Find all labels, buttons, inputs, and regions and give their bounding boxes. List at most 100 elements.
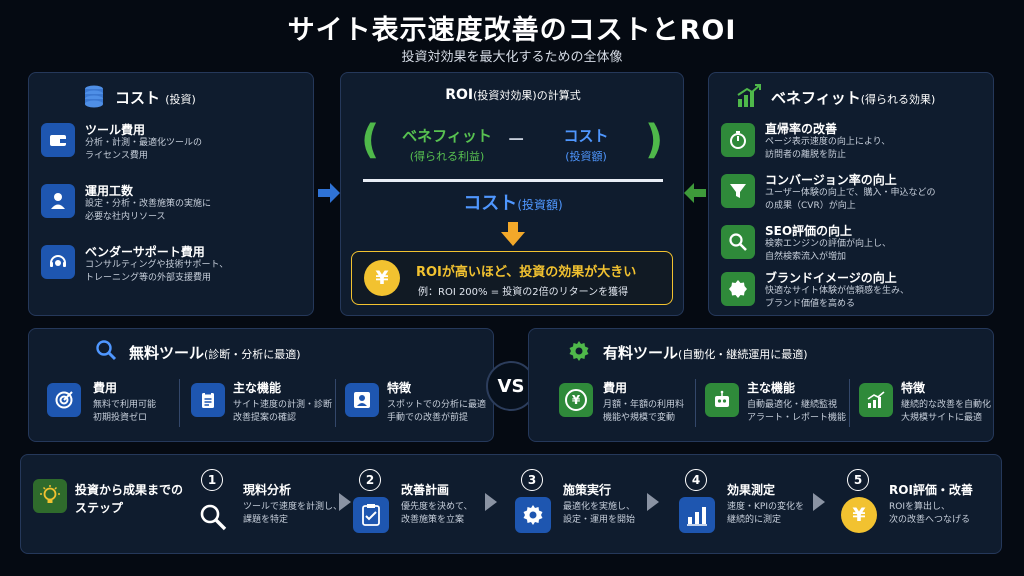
benefit-item-desc: 快適なサイト体験が信頼感を生み、ブランド価値を高める	[765, 286, 910, 309]
paid-tools-col-desc: 継続的な改善を自動化大規模サイトに最適	[901, 400, 992, 423]
funnel-icon	[721, 174, 755, 208]
step-number: 4	[685, 469, 707, 491]
cost-heading: コスト (投資)	[115, 89, 196, 107]
step-arrow-icon	[647, 493, 659, 511]
close-paren: )	[645, 117, 664, 163]
free-tools-col-title: 特徴	[387, 381, 412, 395]
step-title: 施策実行	[563, 483, 612, 497]
magnifier-icon	[195, 499, 231, 535]
yen-coin-icon: ¥	[559, 383, 593, 417]
step-arrow-icon	[485, 493, 497, 511]
paid-tools-heading: 有料ツール(自動化・継続運用に最適)	[603, 344, 808, 362]
vs-badge: VS	[486, 361, 536, 411]
cost-panel: コスト (投資) ツール費用 分析・計測・最適化ツールのライセンス費用 運用工数…	[28, 72, 314, 316]
open-paren: (	[361, 117, 380, 163]
paid-tools-col-title: 主な機能	[747, 381, 796, 395]
benefit-item-desc: ユーザー体験の向上で、購入・申込などのの成果（CVR）が向上	[765, 188, 936, 211]
benefit-item-desc: 検索エンジンの評価が向上し、自然検索流入が増加	[765, 239, 892, 262]
step-desc: 最適化を実施し、設定・運用を開始	[563, 502, 636, 525]
minus-sign: −	[507, 127, 526, 152]
step-number: 1	[201, 469, 223, 491]
benefit-panel: ベネフィット(得られる効果) 直帰率の改善 ページ表示速度の向上により、訪問者の…	[708, 72, 994, 316]
benefit-item-desc: ページ表示速度の向上により、訪問者の離脱を防止	[765, 137, 891, 160]
step-title: 改善計画	[401, 483, 450, 497]
paid-tools-col-desc: 自動最適化・継続監視アラート・レポート機能	[747, 400, 847, 423]
fraction-bar	[363, 179, 663, 182]
page-title: サイト表示速度改善のコストとROI	[287, 15, 737, 46]
benefit-item-title: コンバージョン率の向上	[765, 173, 897, 187]
cost-item-desc: 分析・計測・最適化ツールのライセンス費用	[85, 138, 203, 161]
free-tools-panel: 無料ツール(診断・分析に最適) 費用 無料で利用可能初期投資ゼロ 主な機能 サイ…	[28, 328, 494, 442]
paid-tools-col-desc: 月額・年額の利用料機能や規模で変動	[603, 400, 685, 423]
paid-tools-col-title: 費用	[603, 381, 628, 395]
lightbulb-icon	[33, 479, 67, 513]
free-tools-col-title: 費用	[93, 381, 118, 395]
headset-icon	[41, 245, 75, 279]
benefit-heading: ベネフィット(得られる効果)	[771, 89, 936, 107]
gear-icon	[515, 497, 551, 533]
divider	[695, 379, 696, 427]
free-tools-col-desc: 無料で利用可能初期投資ゼロ	[93, 400, 157, 423]
cost-item-desc: 設定・分析・改善施策の実施に必要な社内リソース	[85, 199, 212, 222]
bar-chart-icon	[679, 497, 715, 533]
divider	[849, 379, 850, 427]
divider	[335, 379, 336, 427]
search-icon	[95, 339, 117, 361]
arrow-left-icon	[682, 180, 708, 206]
step-number: 5	[847, 469, 869, 491]
benefit-item-title: SEO評価の向上	[765, 224, 853, 238]
free-tools-col-desc: サイト速度の計測・診断改善提案の確認	[233, 400, 333, 423]
coins-icon	[81, 83, 107, 109]
divider	[179, 379, 180, 427]
paid-tools-panel: 有料ツール(自動化・継続運用に最適) ¥ 費用 月額・年額の利用料機能や規模で変…	[528, 328, 994, 442]
benefit-item-title: ブランドイメージの向上	[765, 271, 897, 285]
roi-heading: ROI(投資対効果)の計算式	[445, 87, 581, 103]
roi-note-box: ¥ ROIが高いほど、投資の効果が大きい 例：ROI 200% = 投資の2倍の…	[351, 251, 673, 305]
roi-note-example: 例：ROI 200% = 投資の2倍のリターンを獲得	[418, 287, 629, 298]
step-arrow-icon	[813, 493, 825, 511]
step-arrow-icon	[339, 493, 351, 511]
page-subtitle: 投資対効果を最大化するための全体像	[401, 50, 623, 65]
yen-coin-icon: ¥	[364, 260, 400, 296]
free-tools-heading: 無料ツール(診断・分析に最適)	[129, 344, 301, 362]
yen-coin-icon: ¥	[841, 497, 877, 533]
step-desc: 速度・KPIの変化を継続的に測定	[727, 502, 804, 525]
gear-icon	[567, 339, 591, 363]
cost-item-desc: コンサルティングや技術サポート、トレーニング等の外部支援費用	[85, 260, 229, 283]
person-icon	[41, 184, 75, 218]
growth-chart-icon	[859, 383, 893, 417]
step-desc: ROIを算出し、次の改善へつなげる	[889, 502, 971, 525]
arrow-down-icon	[499, 221, 527, 247]
badge-icon	[721, 272, 755, 306]
robot-icon	[705, 383, 739, 417]
step-title: 現料分析	[243, 483, 292, 497]
cost-item-title: ツール費用	[85, 123, 146, 137]
checklist-icon	[353, 497, 389, 533]
user-icon	[345, 383, 379, 417]
benefit-term: ベネフィット (得られる利益)	[402, 127, 492, 163]
free-tools-col-title: 主な機能	[233, 381, 282, 395]
roi-panel: ROI(投資対効果)の計算式 ( ベネフィット (得られる利益) − コスト (…	[340, 72, 684, 316]
steps-intro: 投資から成果までのステップ	[75, 483, 184, 515]
steps-panel: 投資から成果までのステップ 1 現料分析 ツールで速度を計測し、課題を特定 2 …	[20, 454, 1002, 554]
cost-item-title: ベンダーサポート費用	[85, 245, 205, 259]
cost-item-title: 運用工数	[85, 184, 134, 198]
step-title: 効果測定	[727, 483, 776, 497]
step-number: 2	[359, 469, 381, 491]
stopwatch-icon	[721, 123, 755, 157]
magnifier-icon	[721, 225, 755, 259]
step-desc: 優先度を決めて、改善施策を立案	[401, 502, 473, 525]
roi-note-title: ROIが高いほど、投資の効果が大きい	[416, 265, 637, 280]
step-number: 3	[521, 469, 543, 491]
growth-chart-icon	[735, 83, 763, 109]
step-desc: ツールで速度を計測し、課題を特定	[243, 502, 343, 525]
target-icon	[47, 383, 81, 417]
clipboard-icon	[191, 383, 225, 417]
step-title: ROI評価・改善	[889, 483, 973, 497]
cost-term: コスト (投資額)	[563, 127, 609, 163]
denominator: コスト(投資額)	[463, 193, 563, 214]
arrow-right-icon	[316, 180, 342, 206]
paid-tools-col-title: 特徴	[901, 381, 926, 395]
free-tools-col-desc: スポットでの分析に最適手動での改善が前提	[387, 400, 487, 423]
benefit-item-title: 直帰率の改善	[765, 122, 838, 136]
